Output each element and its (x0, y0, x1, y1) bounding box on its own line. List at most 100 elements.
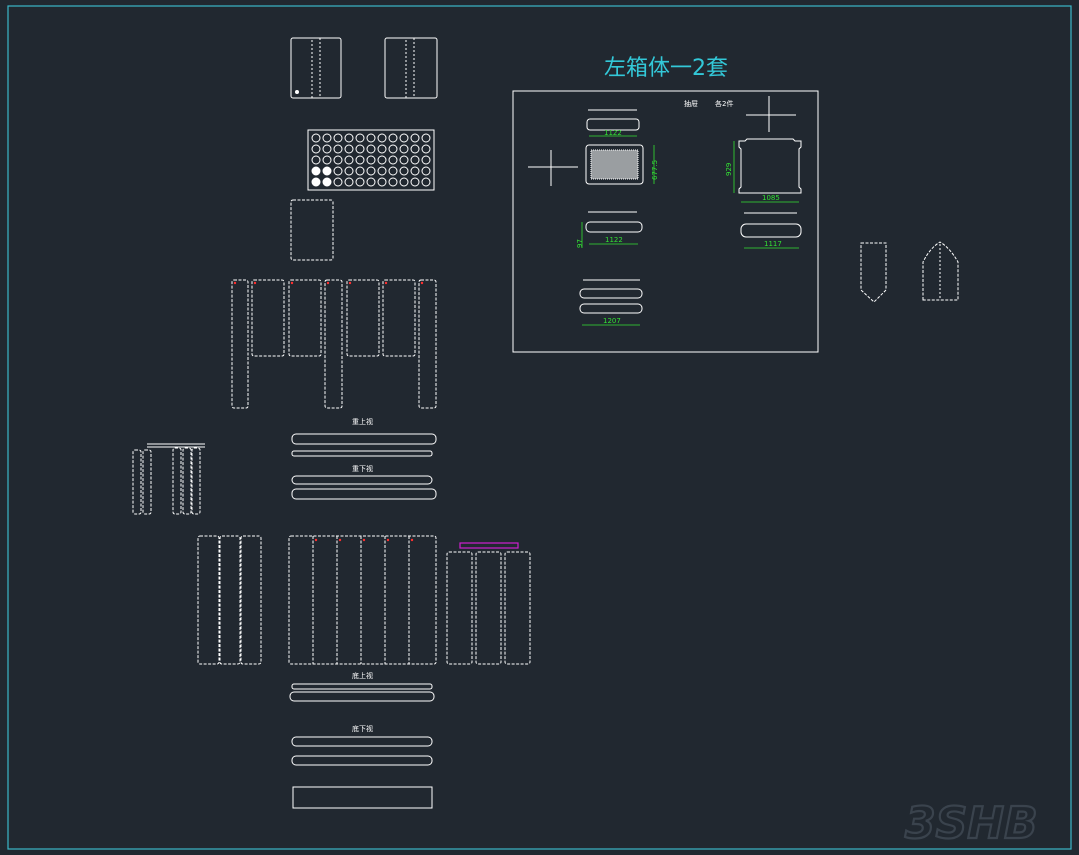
plate-hole (388, 155, 398, 165)
lower-panel-group-left (197, 535, 262, 665)
plate-hole (410, 166, 420, 176)
marker-dot (362, 538, 366, 542)
tall-panel (231, 279, 249, 409)
tall-panel (324, 279, 343, 409)
plate-hole (410, 144, 420, 154)
plate-hole (311, 166, 321, 176)
marker-dot (348, 281, 352, 285)
marker-dot (410, 538, 414, 542)
plate-hole (388, 166, 398, 176)
plate-hole (399, 166, 409, 176)
plate-hole (388, 133, 398, 143)
lower-panel (240, 535, 262, 665)
dim-top-panel: 1122 (604, 129, 622, 137)
label-upper-top: 重上视 (352, 417, 373, 426)
plate-hole (366, 155, 376, 165)
plate-hole (322, 177, 332, 187)
tall-panel (346, 279, 380, 357)
tall-panel (382, 279, 416, 357)
drawing-title: 左箱体一2套 (604, 56, 728, 81)
marker-dot (386, 538, 390, 542)
plate-hole (355, 155, 365, 165)
plate-hole (410, 155, 420, 165)
perforated-plate (307, 129, 435, 191)
plate-hole (311, 155, 321, 165)
dim-plate-height: 677.5 (651, 160, 659, 180)
plate-hole (333, 166, 343, 176)
plate-hole (399, 155, 409, 165)
plate-hole (333, 177, 343, 187)
plate-hole (421, 166, 431, 176)
dim-lines-right-block (733, 141, 799, 203)
plate-hole (377, 155, 387, 165)
crosshair-right (746, 96, 796, 132)
highlighted-strip (459, 542, 519, 549)
plate-hole (421, 177, 431, 187)
detail-box-label-right: 各2件 (715, 99, 733, 108)
plate-hole (322, 133, 332, 143)
plate-hole (333, 155, 343, 165)
box-right-bottom-panel (740, 212, 802, 238)
plate-hole (333, 144, 343, 154)
marker-dot (420, 281, 424, 285)
marker-dot (384, 281, 388, 285)
lower-strip-views (289, 683, 435, 809)
upper-strip-views (291, 433, 437, 500)
lower-panel (504, 551, 531, 665)
plate-hole (322, 144, 332, 154)
lower-panel (219, 535, 241, 665)
plate-hole (366, 144, 376, 154)
detail-box (512, 90, 819, 353)
box-perforated-plate (585, 144, 644, 185)
plate-hole (421, 133, 431, 143)
watermark: 3SHB (905, 798, 1038, 849)
plate-hole (344, 166, 354, 176)
plate-hole (377, 144, 387, 154)
plate-hole (377, 166, 387, 176)
plate-hole (377, 133, 387, 143)
side-assembly-left (132, 443, 205, 515)
plate-hole (355, 144, 365, 154)
plate-hole (399, 144, 409, 154)
plate-hole (366, 166, 376, 176)
box-right-block (738, 138, 802, 194)
plate-hole (410, 133, 420, 143)
crosshair-left (528, 150, 578, 186)
plate-hole (311, 177, 321, 187)
marker-dot (233, 281, 237, 285)
plate-hole (421, 144, 431, 154)
plate-hole (421, 155, 431, 165)
lower-panel-frame (288, 535, 437, 665)
plate-hole (399, 177, 409, 187)
plate-hole (355, 133, 365, 143)
dim-mid-panel: 1122 (605, 236, 623, 244)
plate-hole (322, 166, 332, 176)
shield-shape-left (860, 242, 887, 303)
lower-panel (446, 551, 473, 665)
plate-hole (344, 177, 354, 187)
plate-hole (366, 177, 376, 187)
top-panel-pair-right (384, 37, 438, 99)
lower-panel-group-right (446, 551, 531, 665)
plate-hole (399, 133, 409, 143)
dim-bottom-panel: 1207 (603, 317, 621, 325)
small-side-panel (290, 199, 334, 261)
plate-hole (377, 177, 387, 187)
dim-mid-panel-side: 97 (576, 239, 584, 248)
plate-hole (311, 133, 321, 143)
lower-panel-group-center (288, 535, 437, 665)
plate-hole (355, 166, 365, 176)
box-mid-panel (585, 211, 643, 233)
tall-panel (251, 279, 285, 357)
plate-hole (311, 144, 321, 154)
plate-hole (322, 155, 332, 165)
box-bottom-panel (579, 279, 643, 314)
plate-hole (333, 133, 343, 143)
label-lower-top: 底上视 (352, 671, 373, 680)
marker-dot (253, 281, 257, 285)
plate-hole (344, 133, 354, 143)
plate-hole (388, 177, 398, 187)
box-top-panel (586, 109, 640, 131)
label-lower-bottom: 底下视 (352, 724, 373, 733)
